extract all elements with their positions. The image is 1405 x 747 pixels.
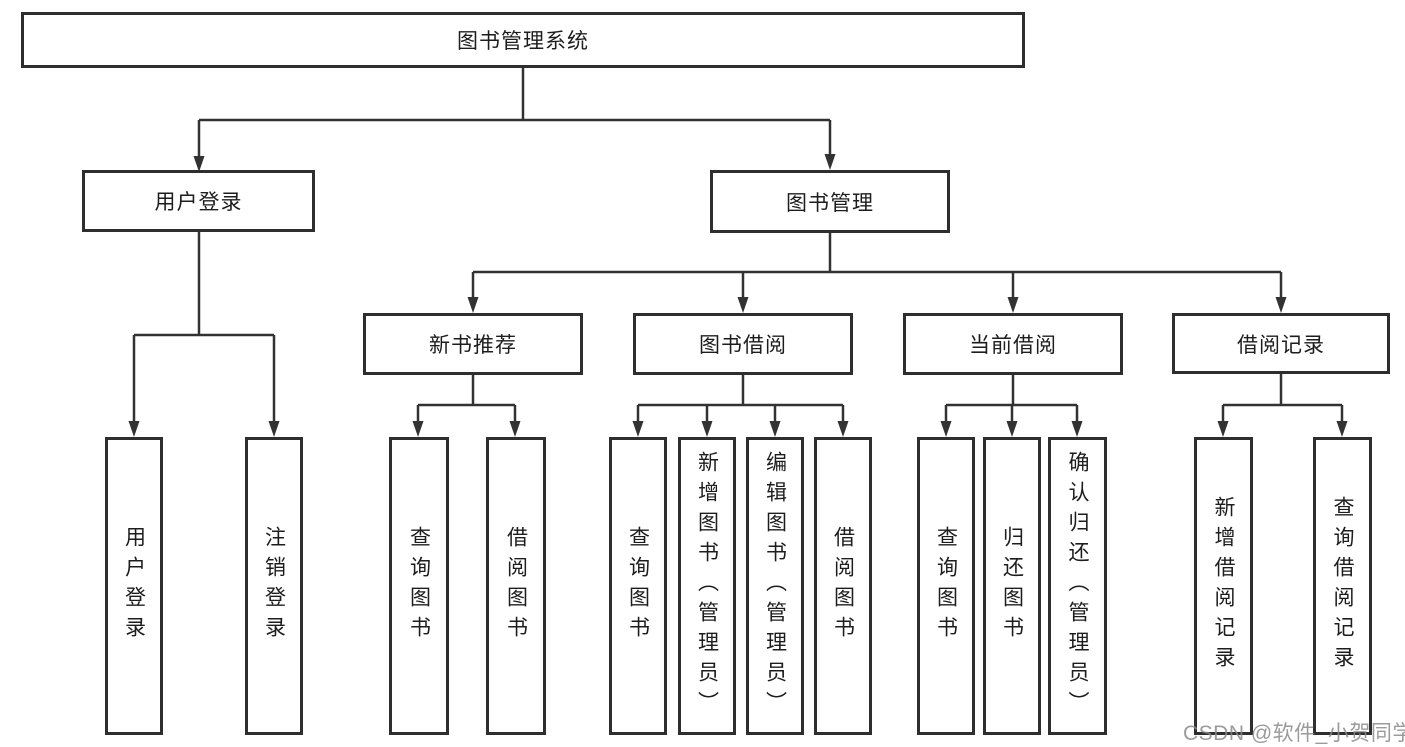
leaf-add-book-admin: 新增图书（管理员） [678,437,736,735]
leaf-query-books-recommend: 查询图书 [389,437,449,735]
node-library-management-system: 图书管理系统 [21,12,1025,68]
leaf-edit-book-admin: 编辑图书（管理员） [746,437,804,735]
leaf-return-book: 归还图书 [983,437,1041,735]
leaf-borrow-books-recommend: 借阅图书 [486,437,546,735]
node-user-login: 用户登录 [82,170,315,232]
leaf-add-borrow-record: 新增借阅记录 [1194,437,1253,735]
arrowheads [128,154,1348,437]
leaf-user-login: 用户登录 [105,437,163,735]
node-new-book-recommendation: 新书推荐 [363,313,583,375]
node-current-borrowing: 当前借阅 [903,313,1123,375]
csdn-watermark: CSDN @软件_小贺同学 [1183,722,1405,745]
leaf-query-borrow-record: 查询借阅记录 [1313,437,1372,735]
node-book-borrowing: 图书借阅 [633,313,853,375]
node-book-management: 图书管理 [710,170,950,233]
leaf-borrow-books: 借阅图书 [814,437,872,735]
leaf-query-books-borrow: 查询图书 [609,437,667,735]
node-borrowing-records: 借阅记录 [1172,313,1390,374]
leaf-confirm-return-admin: 确认归还（管理员） [1048,437,1107,735]
leaf-logout: 注销登录 [245,437,303,735]
leaf-query-books-current: 查询图书 [917,437,975,735]
